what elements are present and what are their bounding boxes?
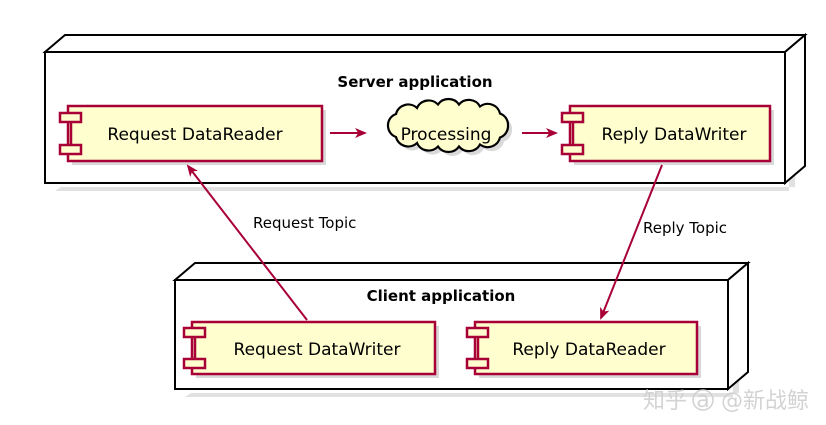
client-node-top-face bbox=[172, 262, 751, 281]
edge-request-topic-line[interactable] bbox=[186, 164, 308, 321]
edge-reply-topic-label: Reply Topic bbox=[643, 219, 727, 237]
reply-datawriter-body bbox=[568, 104, 772, 163]
component-port-icon bbox=[182, 326, 207, 370]
watermark: 知乎 a @新战鲸 bbox=[643, 388, 809, 414]
edge-reply-topic-line[interactable] bbox=[600, 164, 663, 320]
component-request-datawriter[interactable]: Request DataWriter bbox=[182, 320, 439, 378]
request-datawriter-label: Request DataWriter bbox=[234, 340, 401, 360]
component-port-icon bbox=[560, 111, 585, 156]
request-datawriter-body bbox=[190, 320, 437, 376]
server-node-top-face bbox=[42, 34, 808, 53]
request-datareader-label: Request DataReader bbox=[107, 125, 282, 145]
component-port-icon bbox=[58, 111, 83, 156]
component-request-datareader[interactable]: Request DataReader bbox=[58, 104, 326, 165]
component-reply-datawriter[interactable]: Reply DataWriter bbox=[560, 104, 774, 165]
client-node-right-face bbox=[727, 260, 749, 392]
processing-label: Processing bbox=[401, 125, 492, 145]
component-port-icon bbox=[465, 326, 490, 370]
client-node-title: Client application bbox=[367, 287, 516, 305]
server-node-right-face bbox=[784, 32, 806, 186]
watermark-handle: @新战鲸 bbox=[721, 389, 809, 414]
server-node-title: Server application bbox=[337, 73, 492, 91]
at-sign-glyph: a bbox=[696, 388, 709, 413]
processing-cloud-body bbox=[386, 97, 510, 154]
watermark-brand: 知乎 bbox=[643, 389, 687, 414]
at-sign-icon bbox=[692, 389, 714, 411]
component-reply-datareader[interactable]: Reply DataReader bbox=[465, 320, 701, 378]
edge-request-topic-label: Request Topic bbox=[253, 214, 356, 232]
component-processing[interactable]: Processing bbox=[386, 97, 513, 156]
reply-datareader-body bbox=[473, 320, 699, 376]
reply-datareader-label: Reply DataReader bbox=[512, 340, 665, 360]
reply-datawriter-label: Reply DataWriter bbox=[602, 125, 747, 145]
request-datareader-body bbox=[66, 104, 324, 163]
